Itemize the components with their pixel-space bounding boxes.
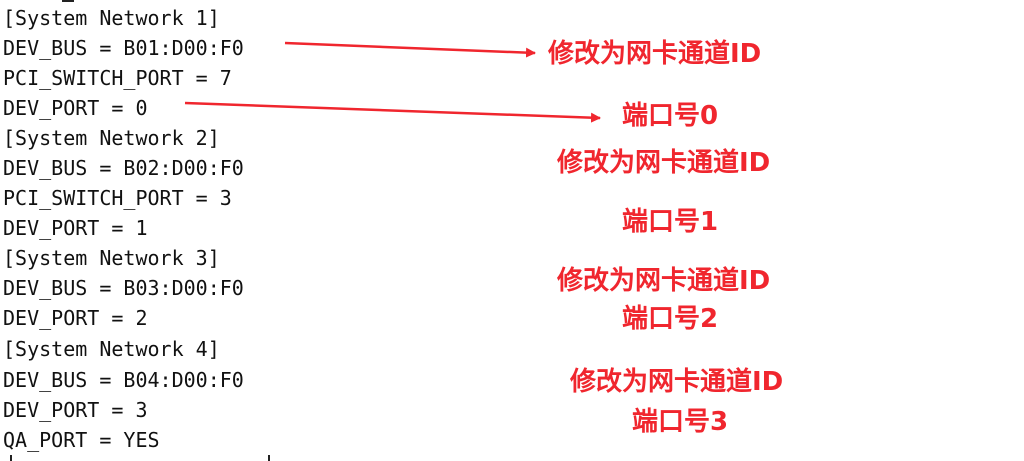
- clipped-line-fragment-top: [62, 0, 74, 2]
- annotation-port-number-2: 端口号2: [622, 304, 719, 334]
- config-line-dev-bus-1: DEV_BUS = B01:D00:F0: [3, 36, 244, 60]
- section-header-network-2: [System Network 2]: [3, 126, 220, 150]
- config-line-dev-bus-2: DEV_BUS = B02:D00:F0: [3, 156, 244, 180]
- config-line-pci-switch-port-2: PCI_SWITCH_PORT = 3: [3, 186, 232, 210]
- config-line-dev-port-2: DEV_PORT = 1: [3, 216, 148, 240]
- arrow-dev-bus-1: [284, 41, 536, 58]
- annotation-port-number-3: 端口号3: [632, 407, 729, 437]
- config-line-dev-bus-4: DEV_BUS = B04:D00:F0: [3, 368, 244, 392]
- arrow-dev-port-1: [184, 101, 601, 123]
- section-header-network-1: [System Network 1]: [3, 6, 220, 30]
- section-header-network-3: [System Network 3]: [3, 246, 220, 270]
- clipped-line-fragment-bottom: [10, 455, 272, 461]
- annotation-port-number-1: 端口号1: [622, 207, 719, 237]
- config-line-dev-port-3: DEV_PORT = 2: [3, 306, 148, 330]
- annotation-port-number-0: 端口号0: [622, 101, 719, 131]
- annotation-change-to-nic-channel-id-4: 修改为网卡通道ID: [570, 367, 784, 397]
- config-line-pci-switch-port-1: PCI_SWITCH_PORT = 7: [3, 66, 232, 90]
- annotation-change-to-nic-channel-id-1: 修改为网卡通道ID: [548, 39, 762, 69]
- config-line-dev-port-4: DEV_PORT = 3: [3, 398, 148, 422]
- annotation-change-to-nic-channel-id-2: 修改为网卡通道ID: [557, 148, 771, 178]
- annotation-change-to-nic-channel-id-3: 修改为网卡通道ID: [557, 266, 771, 296]
- config-line-qa-port: QA_PORT = YES: [3, 428, 160, 452]
- config-line-dev-bus-3: DEV_BUS = B03:D00:F0: [3, 276, 244, 300]
- section-header-network-4: [System Network 4]: [3, 337, 220, 361]
- config-line-dev-port-1: DEV_PORT = 0: [3, 96, 148, 120]
